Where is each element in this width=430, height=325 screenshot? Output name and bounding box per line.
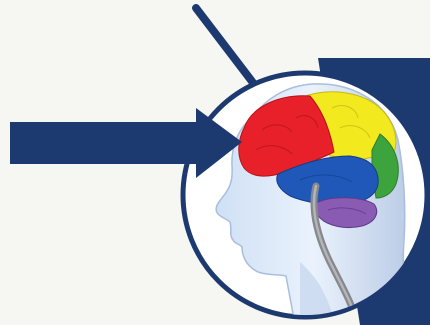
pointer-line xyxy=(196,8,257,88)
arrow-right-icon xyxy=(10,108,242,178)
